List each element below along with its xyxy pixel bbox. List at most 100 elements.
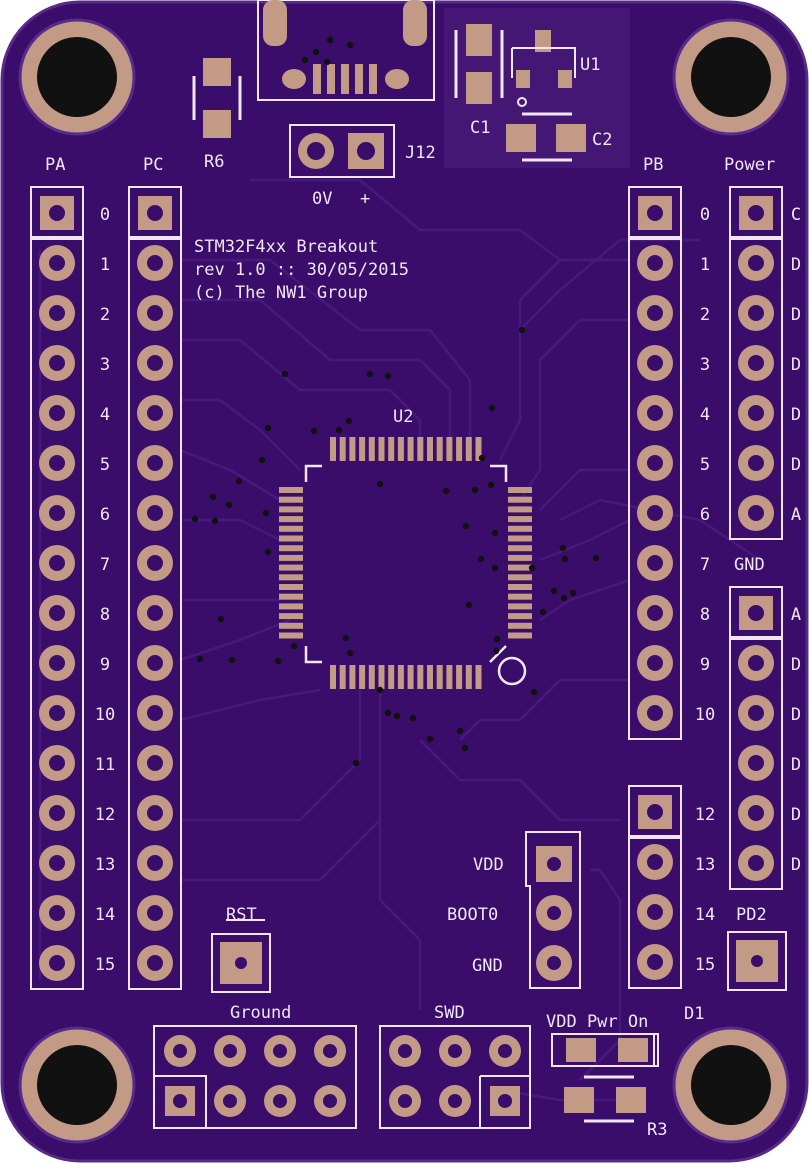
pd2-pad: [727, 931, 787, 991]
pb-lower-pin-label: 15: [695, 955, 715, 975]
u2-pad: [339, 665, 346, 689]
via: [384, 372, 392, 380]
via: [592, 554, 600, 562]
u2-pad: [279, 516, 303, 523]
pa-header-label: PA: [45, 155, 65, 175]
u2-pad: [436, 665, 443, 689]
title-line-1: STM32F4xx Breakout: [194, 237, 378, 257]
u2-pad: [279, 632, 303, 639]
pb-pin-label: 3: [700, 355, 710, 375]
header-pb-lower-drill: [647, 904, 663, 920]
header-pc-drill: [147, 755, 163, 771]
u2-pad: [508, 564, 532, 571]
u2-pad: [456, 665, 463, 689]
c2-label: C2: [592, 130, 612, 150]
gnd-header-label: GND: [734, 555, 765, 575]
header-gnd-drill: [748, 605, 764, 621]
header-gnd-key-outline: [729, 586, 783, 640]
swd-header: SWD: [379, 1003, 531, 1129]
u2-pad: [368, 437, 375, 461]
j12-right-label: +: [360, 189, 370, 209]
u2-pad: [279, 545, 303, 552]
u2-right-pins: [508, 487, 532, 639]
pb-pin-label: 4: [700, 405, 710, 425]
header-pa-drill: [49, 405, 65, 421]
vias: [191, 36, 600, 767]
pa-pin-label: 13: [95, 855, 115, 875]
via: [488, 404, 496, 412]
u2-pad: [508, 516, 532, 523]
u2-pad: [508, 574, 532, 581]
header-pb-drill: [647, 255, 663, 271]
header-pa-drill: [49, 355, 65, 371]
u2-pad: [508, 584, 532, 590]
header-gnd-drill: [748, 855, 764, 871]
via: [462, 522, 470, 530]
via: [196, 655, 204, 663]
header-gnd-drill: [748, 705, 764, 721]
via: [426, 735, 434, 743]
header-pa-drill: [49, 655, 65, 671]
header-pc: [128, 186, 182, 990]
u2-pad: [465, 437, 472, 461]
d1-label: D1: [684, 1004, 704, 1024]
via: [478, 454, 486, 462]
header-power-drill: [748, 455, 764, 471]
header-power-outline: [729, 236, 783, 540]
u2-pad: [279, 554, 303, 561]
pa-pin-label: 9: [100, 655, 110, 675]
via: [310, 427, 318, 435]
mounting-holes: [18, 18, 790, 1144]
header-pb-lower-drill: [647, 954, 663, 970]
pb-pin-label: 5: [700, 455, 710, 475]
header-pb: [628, 186, 682, 740]
pb-pin-label: 7: [700, 555, 710, 575]
pb-header-label: PB: [643, 155, 663, 175]
c1-label: C1: [470, 118, 490, 138]
pa-pin-label: 7: [100, 555, 110, 575]
u2-bottom-pins: [330, 665, 482, 689]
pd2-label: PD2: [736, 905, 767, 925]
u2-pad: [279, 603, 303, 610]
via: [560, 594, 568, 602]
pa-pin-label: 8: [100, 605, 110, 625]
header-pa-drill: [49, 755, 65, 771]
via: [539, 608, 547, 616]
pb-lower-pin-label: 12: [695, 805, 715, 825]
via: [559, 544, 567, 552]
u2-pad: [427, 665, 433, 689]
header-pc-drill: [147, 455, 163, 471]
u2-pad: [339, 437, 346, 461]
connector-j12: J12 0V +: [289, 124, 436, 209]
header-pc-drill: [147, 705, 163, 721]
header-pb-drill: [647, 455, 663, 471]
pin-number-labels: 0123456789101112131415012345678910121314…: [95, 205, 801, 975]
via: [258, 456, 266, 464]
via: [550, 587, 558, 595]
pc-header-label: PC: [143, 155, 163, 175]
rst-switch: RST: [211, 905, 271, 993]
header-pa-key-outline: [30, 186, 84, 240]
header-pa-drill: [49, 855, 65, 871]
header-pa-drill: [49, 805, 65, 821]
header-pc-drill: [147, 205, 163, 221]
u2-pad: [508, 613, 532, 620]
u2-pad: [349, 665, 356, 689]
power-pin-label: D: [791, 405, 801, 425]
power-pin-label: D: [791, 355, 801, 375]
via: [376, 686, 384, 694]
u2-pad: [508, 535, 532, 542]
via: [345, 417, 353, 425]
header-power-drill: [748, 405, 764, 421]
pb-lower-pin-label: 13: [695, 855, 715, 875]
header-gnd-drill: [748, 655, 764, 671]
r3-label: R3: [647, 1120, 667, 1140]
header-pa-drill: [49, 505, 65, 521]
resistor-r3: R3: [564, 1075, 667, 1140]
gnd-pin-label: D: [791, 755, 801, 775]
ground-header: Ground: [153, 1003, 357, 1129]
header-power-drill: [748, 205, 764, 221]
via: [262, 509, 270, 517]
header-pb-lower-drill: [647, 854, 663, 870]
